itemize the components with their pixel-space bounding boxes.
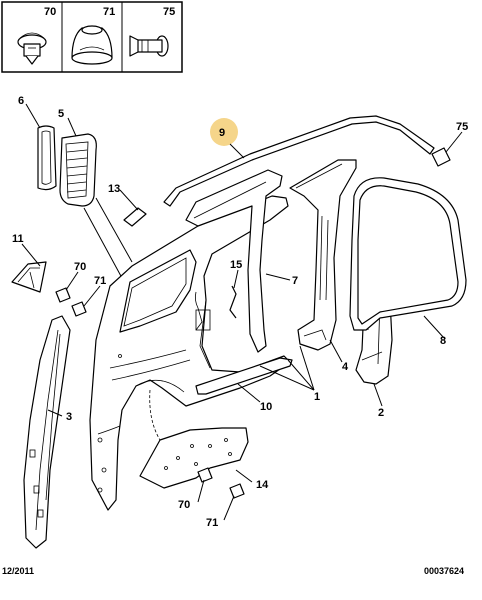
- legend-code-71: 71: [103, 6, 115, 18]
- callout-13: 13: [108, 183, 120, 195]
- part-3-a-pillar: [23, 315, 71, 549]
- callout-71-lower: 71: [206, 517, 218, 529]
- callout-14: 14: [256, 479, 269, 491]
- part-10-sill-seal: [195, 357, 293, 395]
- callout-6: 6: [18, 95, 24, 107]
- callout-70-lower: 70: [178, 499, 190, 511]
- part-5-vent-grille: [59, 133, 97, 207]
- callout-9: 9: [219, 127, 225, 139]
- legend-code-75: 75: [163, 6, 175, 18]
- callout-11: 11: [12, 233, 24, 245]
- part-7-door-seal: [185, 169, 283, 353]
- callout-7: 7: [292, 275, 298, 287]
- callout-4: 4: [342, 361, 349, 373]
- legend-code-70: 70: [44, 6, 56, 18]
- callout-70-upper: 70: [74, 261, 86, 273]
- part-15-clip: [229, 285, 237, 319]
- grommet-71-upper: [71, 301, 87, 317]
- callout-8: 8: [440, 335, 446, 347]
- part-8-rear-door-seal: [349, 177, 467, 331]
- rivet-75: [431, 147, 451, 167]
- callout-71-upper: 71: [94, 275, 106, 287]
- grommet-icon: [71, 25, 113, 65]
- part-9-roof-seal: [163, 115, 435, 207]
- callout-1: 1: [314, 391, 320, 403]
- push-rivet-icon: [129, 35, 169, 57]
- legend-box: 70 71 75: [1, 1, 183, 73]
- part-body-side-panel: [89, 195, 291, 511]
- callout-2: 2: [378, 407, 384, 419]
- round-clip-icon: [17, 32, 47, 65]
- callout-75: 75: [456, 121, 468, 133]
- highlight-badge: [210, 118, 238, 146]
- callout-15: 15: [230, 259, 242, 271]
- callout-10: 10: [260, 401, 272, 413]
- clip-70-lower: [197, 467, 213, 483]
- grommet-71-lower: [229, 483, 245, 499]
- part-14-lower-liner: [139, 427, 249, 489]
- callout-5: 5: [58, 108, 64, 120]
- footer-reference: 00037624: [424, 566, 464, 576]
- part-4-b-pillar: [289, 159, 357, 351]
- part-13-plug: [123, 207, 147, 227]
- part-6-bump-pad: [37, 125, 57, 191]
- part-11-bracket: [11, 261, 47, 293]
- clip-70-upper: [55, 287, 71, 303]
- callout-3: 3: [66, 411, 72, 423]
- footer-date: 12/2011: [2, 566, 34, 576]
